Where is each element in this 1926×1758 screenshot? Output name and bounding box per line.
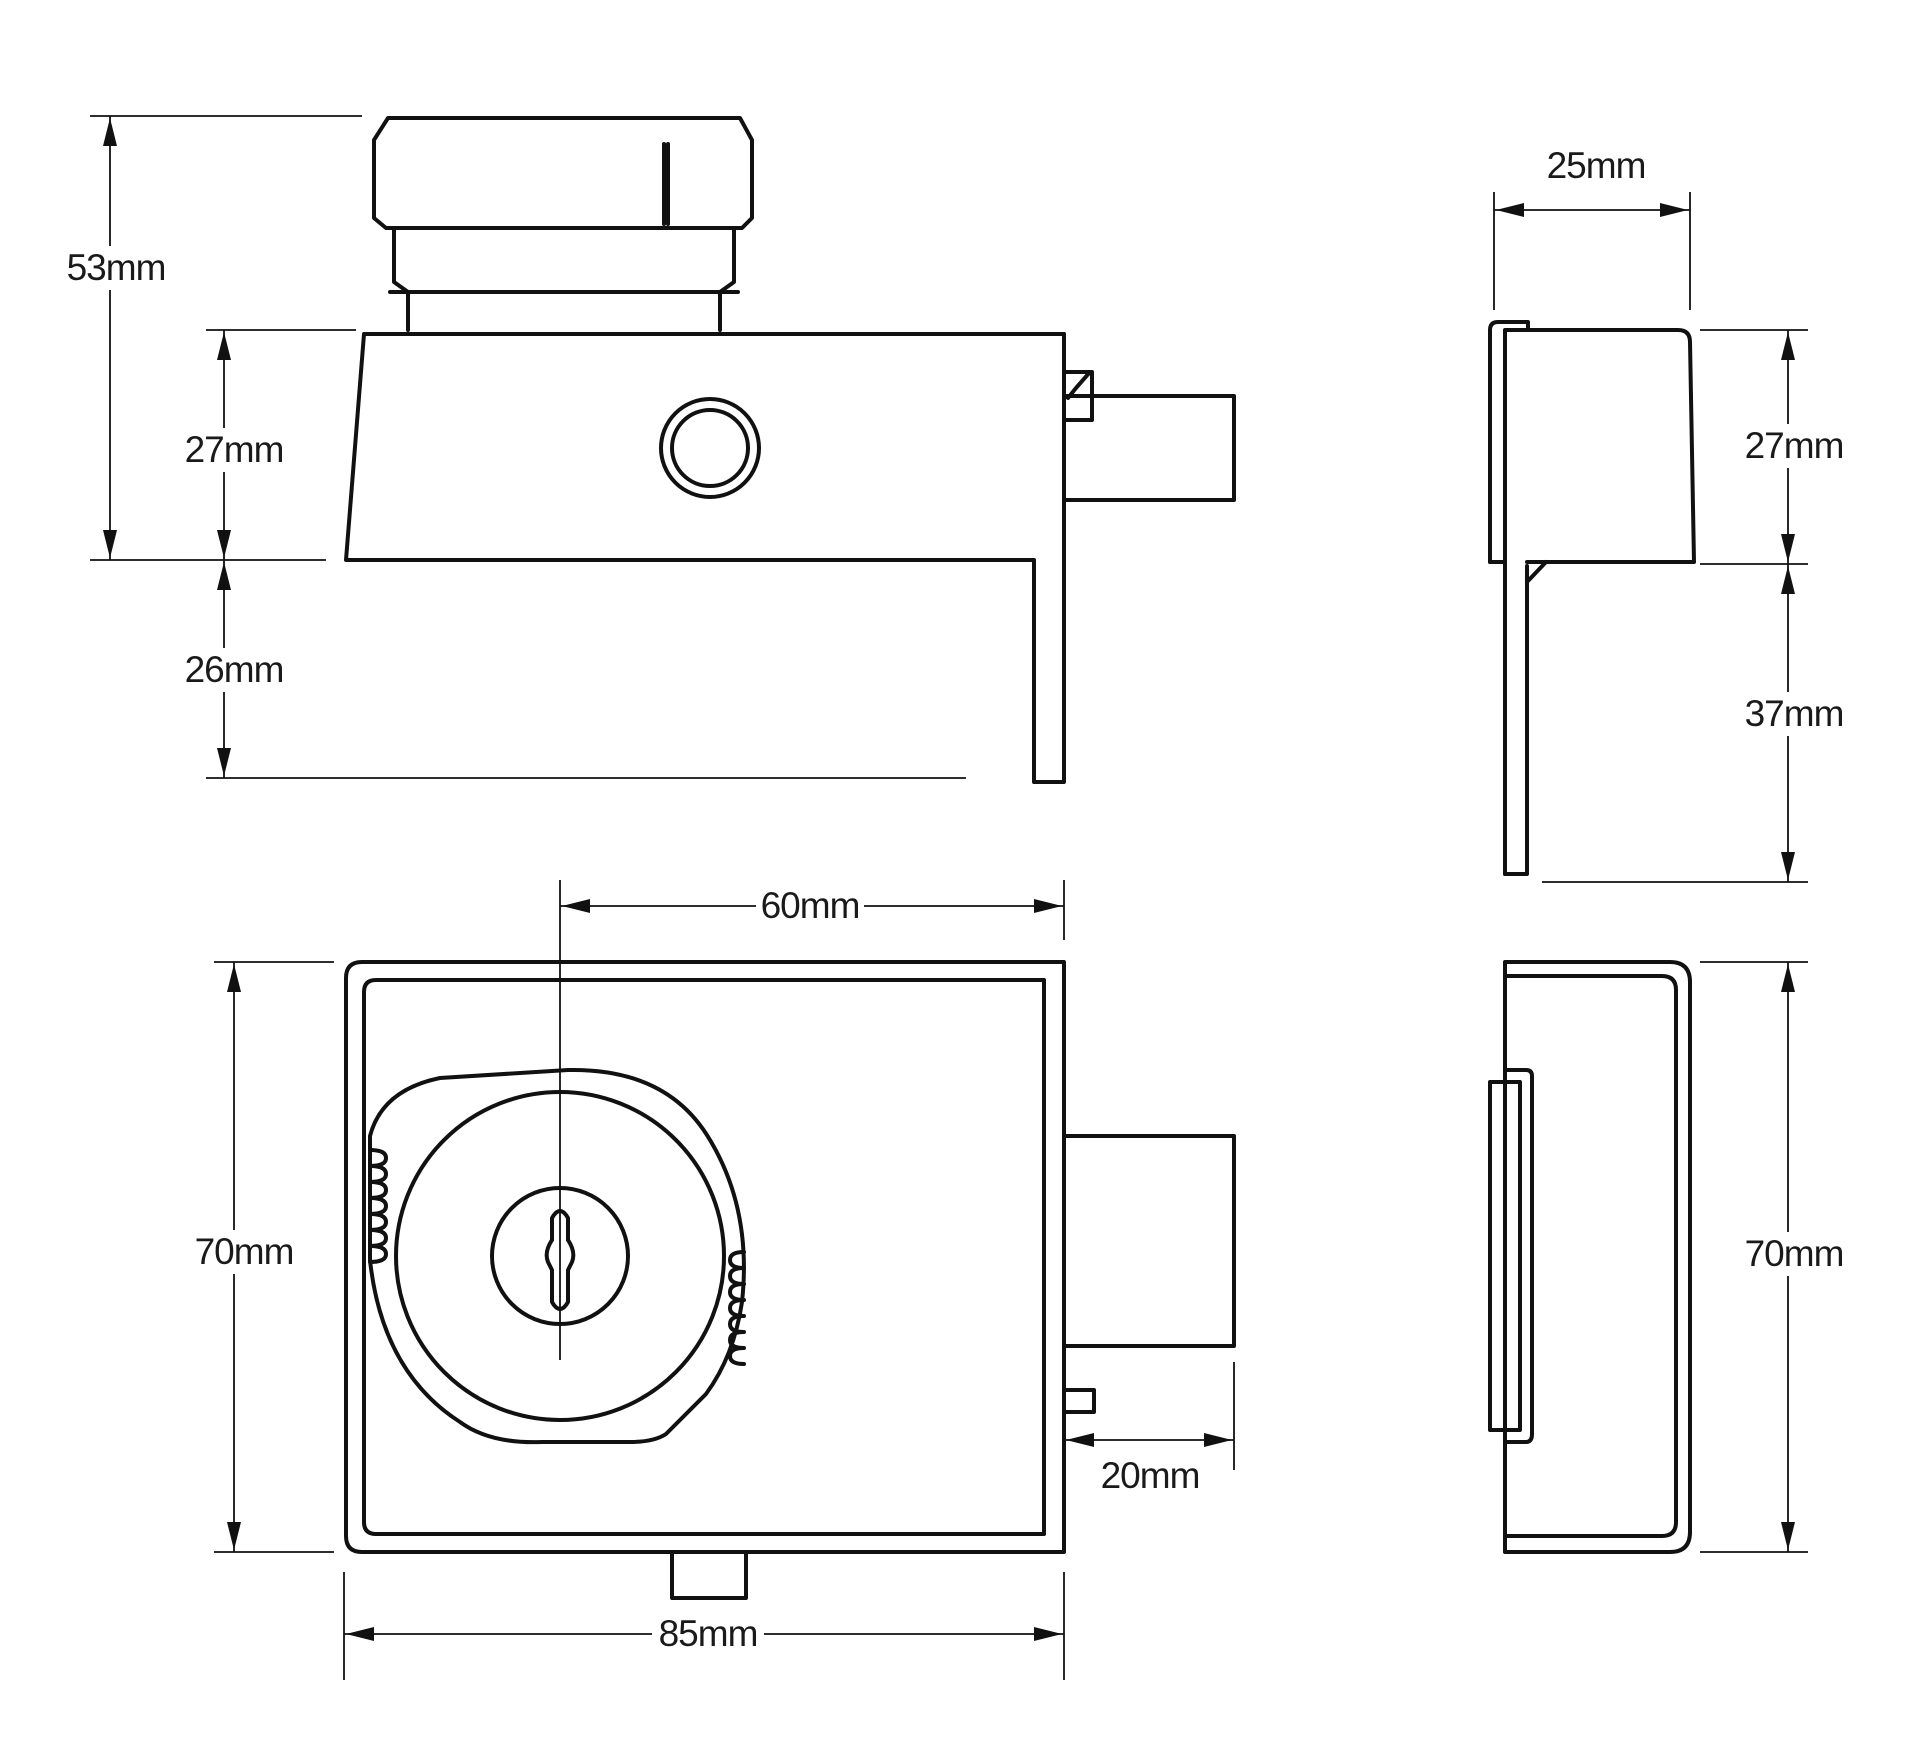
front-view-bolt xyxy=(1062,1134,1236,1414)
dimension-27mm-top: 27mm xyxy=(180,330,288,560)
label-53mm: 53mm xyxy=(67,247,166,288)
top-view-bolt xyxy=(1062,370,1236,502)
dimension-85mm: 85mm xyxy=(344,1612,1064,1656)
dimension-annotations: 53mm 27mm 26mm 25mm xyxy=(64,115,1848,1680)
front-view xyxy=(344,960,1236,1600)
dimension-27mm-side: 27mm xyxy=(1736,330,1848,564)
dimension-53mm: 53mm xyxy=(64,116,168,560)
front-view-case xyxy=(344,960,1066,1554)
top-view-keyhole xyxy=(659,397,761,499)
front-view-cylinder-plate xyxy=(368,1067,746,1445)
front-view-key-slot xyxy=(544,1209,576,1311)
label-70mm-front: 70mm xyxy=(195,1231,294,1272)
label-37mm: 37mm xyxy=(1745,693,1844,734)
top-view-knob xyxy=(372,116,754,332)
side-view-top xyxy=(1488,320,1696,876)
dimension-20mm: 20mm xyxy=(1064,1433,1234,1496)
dimension-60mm: 60mm xyxy=(560,884,1064,928)
label-70mm-side: 70mm xyxy=(1745,1233,1844,1274)
label-85mm: 85mm xyxy=(659,1613,758,1654)
dimension-70mm-side: 70mm xyxy=(1736,962,1848,1552)
dimension-37mm: 37mm xyxy=(1736,564,1848,882)
front-view-bottom-tab xyxy=(670,1550,748,1600)
label-60mm: 60mm xyxy=(761,885,860,926)
label-26mm: 26mm xyxy=(185,649,284,690)
label-27mm-side: 27mm xyxy=(1745,425,1844,466)
dimension-26mm: 26mm xyxy=(180,560,288,778)
dimension-70mm-front: 70mm xyxy=(190,962,302,1552)
top-view xyxy=(344,116,1236,784)
dimension-25mm: 25mm xyxy=(1494,145,1690,217)
side-view-front xyxy=(1488,960,1692,1554)
label-20mm: 20mm xyxy=(1101,1455,1200,1496)
front-view-grip-ridges xyxy=(368,1148,746,1366)
label-27mm-top: 27mm xyxy=(185,429,284,470)
label-25mm: 25mm xyxy=(1547,145,1646,186)
